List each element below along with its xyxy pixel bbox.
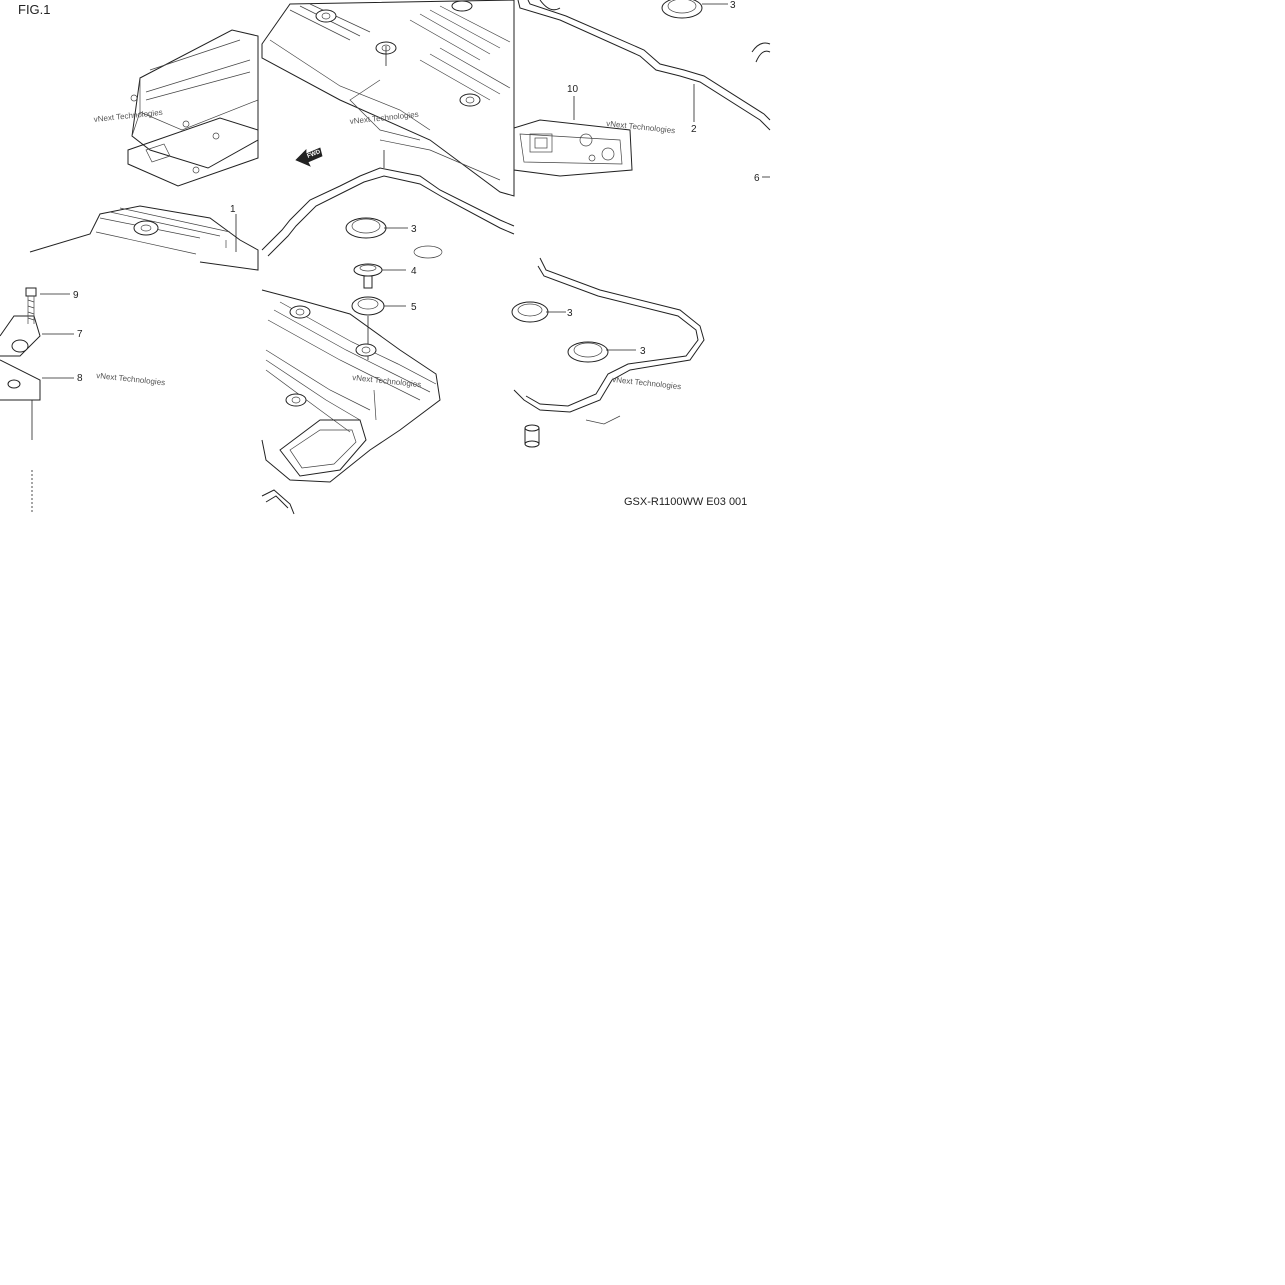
- callout-3-top: 3: [730, 0, 736, 11]
- callout-7: 7: [77, 329, 83, 340]
- callout-8: 8: [77, 373, 83, 384]
- callout-numbers: 1 2 3 3 3 3 4 5 6 7 8 9 10: [73, 0, 760, 384]
- drawing-code: GSX-R1100WW E03 001: [624, 496, 747, 508]
- cylinder-head-cover-top: [261, 0, 515, 197]
- cylinder-head-cover-center: [261, 46, 515, 515]
- callout-2: 2: [691, 124, 697, 135]
- watermark: vNext Technologies: [612, 375, 682, 391]
- callout-3-right: 3: [567, 308, 573, 319]
- figure-label: FIG.1: [18, 2, 51, 17]
- callout-3-center: 3: [411, 224, 417, 235]
- fwd-direction-arrow: FWD: [295, 147, 323, 167]
- callout-6: 6: [754, 173, 760, 184]
- gasket-right-middle: [511, 257, 705, 448]
- callout-9: 9: [73, 290, 79, 301]
- callout-4: 4: [411, 266, 417, 277]
- callout-10: 10: [567, 84, 579, 95]
- cover-top-left-view: [127, 29, 259, 187]
- fwd-label: FWD: [307, 149, 323, 160]
- watermark: vNext Technologies: [96, 371, 166, 387]
- cover-middle-left: [0, 205, 259, 514]
- leader-lines: [40, 3, 770, 379]
- watermark: vNext Technologies: [93, 108, 163, 124]
- callout-3-lower: 3: [640, 346, 646, 357]
- watermark: vNext Technologies: [352, 373, 422, 389]
- callout-1: 1: [230, 204, 236, 215]
- watermark: vNext Technologies: [349, 110, 419, 126]
- watermark: vNext Technologies: [606, 119, 676, 135]
- gasket-top-right: [513, 0, 771, 177]
- callout-5: 5: [411, 302, 417, 313]
